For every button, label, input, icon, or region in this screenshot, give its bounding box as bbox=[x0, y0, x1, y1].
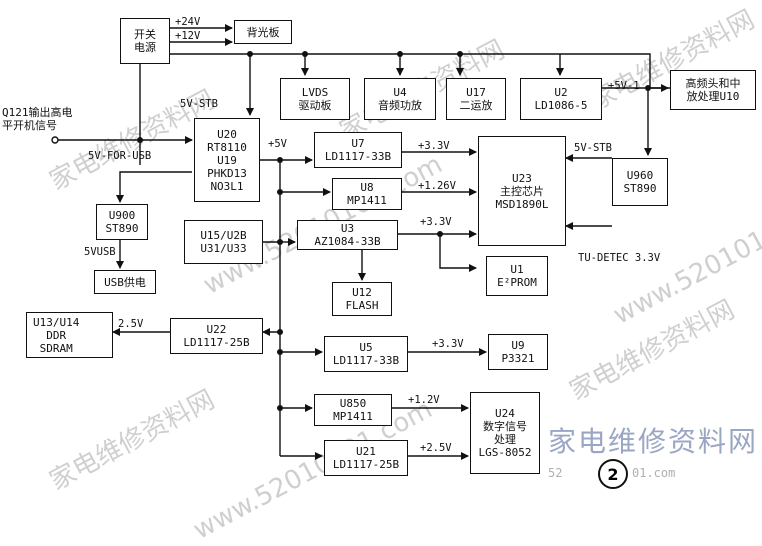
rail-label-5v-1: +5V-1 bbox=[608, 80, 640, 92]
footer-watermark-tail: 01.com bbox=[632, 466, 676, 480]
u20-u19-standby: U20 RT8110 U19 PHKD13 NO3L1 bbox=[194, 118, 260, 202]
rail-label-2v5-u21: +2.5V bbox=[420, 442, 452, 454]
u3-regulator: U3 AZ1084-33B bbox=[297, 220, 398, 250]
usb-5v-label: 5V-FOR-USB bbox=[88, 150, 152, 162]
u850-converter: U850 MP1411 bbox=[314, 394, 392, 426]
u960-switch: U960 ST890 bbox=[612, 158, 668, 206]
u23-main-chip: U23 主控芯片 MSD1890L bbox=[478, 136, 566, 246]
u15-u31-block: U15/U2B U31/U33 bbox=[184, 220, 263, 264]
rail-label-5v: +5V bbox=[268, 138, 287, 150]
u22-regulator: U22 LD1117-25B bbox=[170, 318, 263, 354]
u13-ddr-sdram: U13/U14 DDR SDRAM bbox=[26, 312, 113, 358]
rail-label-3v3-u7: +3.3V bbox=[418, 140, 450, 152]
rail-label-3v3-u3: +3.3V bbox=[420, 216, 452, 228]
switch-power-supply: 开关 电源 bbox=[120, 18, 170, 64]
page-number: 2 bbox=[598, 459, 628, 489]
usb-power: USB供电 bbox=[94, 270, 156, 294]
rail-label-2v5-ddr: 2.5V bbox=[118, 318, 144, 330]
u5-regulator: U5 LD1117-33B bbox=[324, 336, 408, 372]
standby-5v-label-2: 5V-STB bbox=[574, 142, 612, 154]
u8-converter: U8 MP1411 bbox=[332, 178, 402, 210]
u9-p3321: U9 P3321 bbox=[488, 334, 548, 370]
rail-label-3v3-u5: +3.3V bbox=[432, 338, 464, 350]
lvds-driver-board: LVDS 驱动板 bbox=[280, 78, 350, 120]
rail-label-1v2: +1.2V bbox=[408, 394, 440, 406]
u2-regulator: U2 LD1086-5 bbox=[520, 78, 602, 120]
footer-watermark: 52 bbox=[548, 466, 563, 480]
u1-eeprom: U1 E²PROM bbox=[486, 256, 548, 296]
rail-label-24v: +24V bbox=[175, 16, 201, 28]
rail-label-12v: +12V bbox=[175, 30, 201, 42]
tuner-detect-label: TU-DETEC 3.3V bbox=[578, 252, 661, 264]
tuner-if-u10: 高频头和中 放处理U10 bbox=[670, 70, 756, 110]
usb-rail-label: 5VUSB bbox=[84, 246, 116, 258]
u900-switch: U900 ST890 bbox=[96, 204, 148, 240]
power-on-signal-label: Q121输出高电 平开机信号 bbox=[2, 106, 73, 132]
u4-audio-amp: U4 音频功放 bbox=[364, 78, 436, 120]
u21-regulator: U21 LD1117-25B bbox=[324, 440, 408, 476]
u17-op-amp: U17 二运放 bbox=[446, 78, 506, 120]
watermark-logo: 家电维修资料网 bbox=[548, 425, 759, 458]
u12-flash: U12 FLASH bbox=[332, 282, 392, 316]
wiring bbox=[51, 24, 670, 460]
standby-5v-label: 5V-STB bbox=[180, 98, 218, 110]
u7-regulator: U7 LD1117-33B bbox=[314, 132, 402, 168]
backlight-board: 背光板 bbox=[234, 20, 292, 44]
block-diagram: 家电维修资料网 家电维修资料网 家电维修资料网 家电维修资料网 家电维修资料网 … bbox=[2, 5, 762, 546]
u24-digital-processing: U24 数字信号 处理 LGS-8052 bbox=[470, 392, 540, 474]
rail-label-1v26: +1.26V bbox=[418, 180, 456, 192]
